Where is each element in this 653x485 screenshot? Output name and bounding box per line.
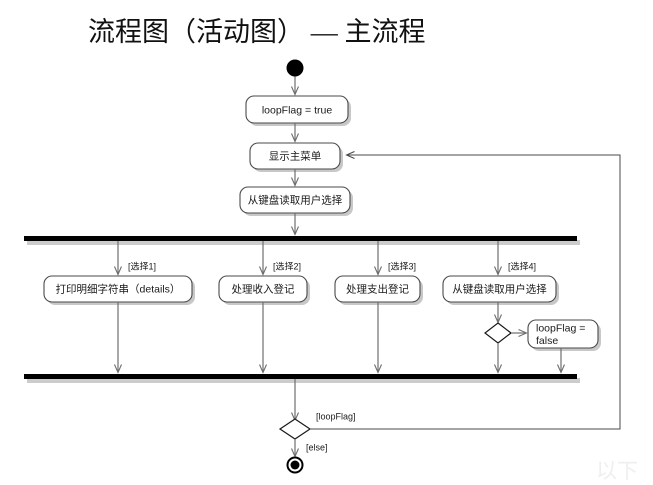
join-bar-shadow <box>27 378 580 383</box>
decision-diamond-branch4 <box>484 322 512 344</box>
action-read-user-choice: 从键盘读取用户选择 <box>239 186 353 216</box>
guard-choice2: [选择2] <box>273 260 301 271</box>
action-read-user-choice-2: 从键盘读取用户选择 <box>442 275 559 305</box>
node-label: 处理支出登记 <box>346 282 409 295</box>
guard-choice4: [选择4] <box>508 260 536 271</box>
fork-bar-shadow <box>27 240 580 245</box>
watermark: 以下 <box>596 460 638 483</box>
guard-loop-flag: [loopFlag] <box>316 411 356 421</box>
action-handle-expense: 处理支出登记 <box>334 275 423 305</box>
end-node-dot <box>290 460 300 470</box>
node-label: 处理收入登记 <box>232 282 295 295</box>
start-node <box>286 59 304 77</box>
guard-choice3: [选择3] <box>388 260 416 271</box>
page-title: 流程图（活动图） — 主流程 <box>88 17 426 47</box>
node-label: 显示主菜单 <box>269 150 322 162</box>
node-body <box>442 275 557 303</box>
end-node-ring <box>286 456 304 474</box>
join-bar <box>24 374 577 379</box>
end-node <box>286 456 304 474</box>
action-set-loop-flag-false: loopFlag = false <box>527 319 601 351</box>
flow-loopback-to-menu <box>310 155 621 430</box>
node-label-line2: false <box>536 335 558 347</box>
guard-choice1: [选择1] <box>128 260 156 271</box>
action-handle-income: 处理收入登记 <box>218 275 310 305</box>
fork-bar <box>24 236 577 241</box>
node-body <box>245 95 349 124</box>
action-init-loop-flag: loopFlag = true <box>245 95 351 126</box>
decision-diamond-loop <box>278 418 312 440</box>
node-label: loopFlag = true <box>262 104 332 116</box>
action-show-main-menu: 显示主菜单 <box>249 142 343 172</box>
action-print-details: 打印明细字符串（details） <box>43 275 195 305</box>
node-body <box>527 319 599 349</box>
guard-else: [else] <box>306 442 328 452</box>
node-label-line1: loopFlag = <box>536 322 585 334</box>
node-label: 从键盘读取用户选择 <box>452 282 547 295</box>
node-label: 从键盘读取用户选择 <box>248 193 343 206</box>
node-label: 打印明细字符串（details） <box>56 282 181 295</box>
